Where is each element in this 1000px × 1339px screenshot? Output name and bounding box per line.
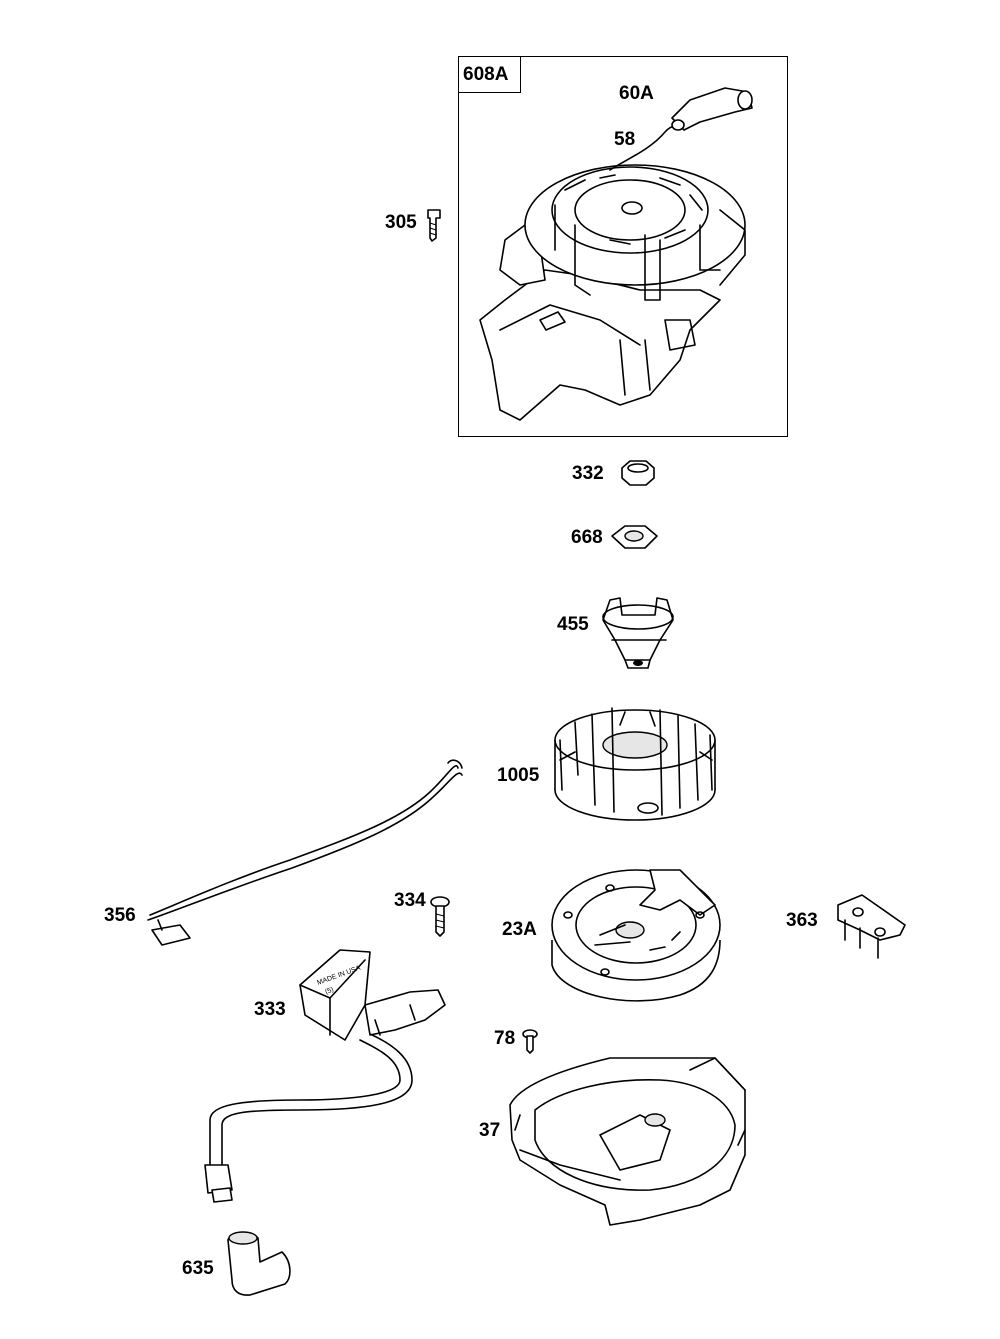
part-label-333: 333 [254, 999, 286, 1020]
flywheel-1005 [554, 707, 716, 821]
bracket-363 [837, 894, 906, 959]
part-label-37: 37 [479, 1120, 501, 1141]
screw-78 [522, 1029, 538, 1054]
starter-cup-455 [602, 597, 674, 669]
spark-plug-boot-635 [227, 1231, 291, 1296]
part-label-455: 455 [557, 614, 589, 635]
ground-wire-356 [147, 759, 463, 946]
armature-333: MADE IN USA (5) [204, 949, 446, 1203]
part-label-23a: 23A [502, 919, 537, 940]
part-label-334: 334 [394, 890, 426, 911]
assembly-label: 608A [463, 64, 509, 85]
washer-668 [611, 525, 658, 549]
assembly-tag: 608A [459, 57, 521, 93]
part-label-305: 305 [385, 212, 417, 233]
part-label-78: 78 [494, 1028, 516, 1049]
part-label-332: 332 [572, 463, 604, 484]
screw-305 [427, 209, 441, 242]
blower-housing-37 [509, 1057, 746, 1226]
part-label-635: 635 [182, 1258, 214, 1279]
screw-334 [430, 896, 450, 937]
part-label-1005: 1005 [497, 765, 540, 786]
stator-23a [551, 869, 721, 1002]
starter-handle [671, 87, 753, 131]
assembly-608a-box: 608A [458, 56, 788, 437]
part-label-668: 668 [571, 527, 603, 548]
part-label-363: 363 [786, 910, 818, 931]
coil-marking-line2: (5) [324, 986, 334, 996]
nut-332 [621, 460, 655, 486]
part-label-58: 58 [614, 129, 636, 150]
part-label-356: 356 [104, 905, 136, 926]
rewind-starter-assembly [479, 164, 746, 421]
part-label-60a: 60A [619, 83, 654, 104]
